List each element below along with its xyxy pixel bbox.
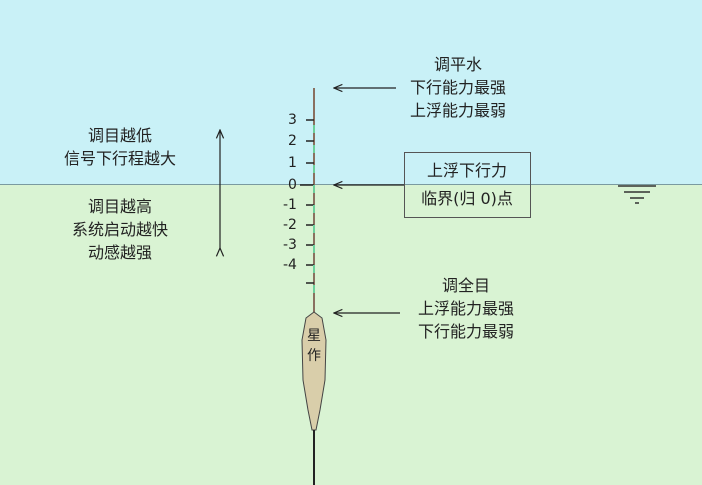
tick-label: -4	[283, 257, 297, 273]
sky-area	[0, 0, 702, 185]
float-label: 星作	[307, 328, 321, 364]
tick-label: -3	[283, 237, 297, 253]
tick-label: -1	[283, 197, 297, 213]
right-bottom-text: 调全目上浮能力最强下行能力最弱	[417, 276, 515, 341]
tick-label: 0	[288, 177, 297, 193]
antenna-ticks	[300, 119, 314, 284]
critical-point-box	[404, 152, 531, 218]
tick-label: -2	[283, 217, 297, 233]
pointer-arrows	[334, 88, 404, 313]
critical-point-text: 上浮下行力临界(归 0)点	[421, 161, 513, 208]
tick-label: 1	[288, 155, 297, 171]
tick-label: 2	[288, 133, 297, 149]
left-top-text: 调目越低信号下行程越大	[63, 126, 177, 168]
water-area	[0, 185, 702, 485]
left-bottom-text: 调目越高系统启动越快动感越强	[71, 197, 169, 262]
tick-label: 3	[288, 112, 297, 128]
right-top-text: 调平水下行能力最强上浮能力最弱	[409, 55, 507, 120]
water-level-icon	[618, 185, 656, 204]
